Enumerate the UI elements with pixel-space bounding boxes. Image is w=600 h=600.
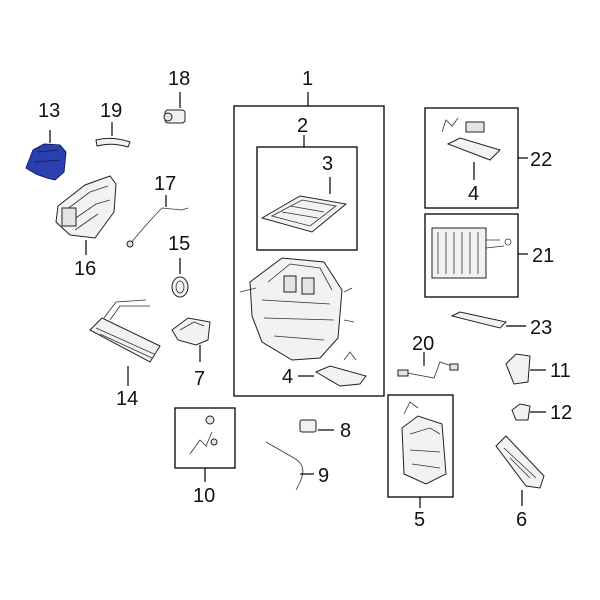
part-13-duct[interactable] — [25, 143, 67, 181]
part-6-duct[interactable] — [495, 435, 545, 489]
part-21-evaporator[interactable] — [431, 227, 512, 279]
label-11: 11 — [550, 360, 571, 382]
label-8: 8 — [340, 420, 351, 442]
label-21: 21 — [532, 245, 554, 267]
label-1: 1 — [302, 68, 313, 90]
part-23-seal[interactable] — [450, 311, 508, 329]
part-16-housing[interactable] — [55, 175, 117, 239]
label-10: 10 — [193, 485, 215, 507]
part-15-grommet[interactable] — [171, 276, 189, 298]
part-8-connector[interactable] — [299, 419, 317, 433]
part-22-damper[interactable] — [441, 117, 501, 161]
label-2: 2 — [297, 115, 308, 137]
label-15: 15 — [168, 233, 190, 255]
label-20: 20 — [412, 333, 434, 355]
part-1-blower-assembly[interactable] — [239, 257, 355, 361]
label-3: 3 — [322, 153, 333, 175]
part-9-hose[interactable] — [265, 441, 304, 491]
part-17-drain-tube[interactable] — [126, 207, 189, 248]
label-6: 6 — [516, 509, 527, 531]
label-4-upper: 4 — [468, 183, 479, 205]
part-20-harness[interactable] — [397, 361, 459, 379]
part-18-sensor[interactable] — [163, 109, 186, 124]
frame-part-1 — [233, 105, 385, 397]
label-12: 12 — [550, 402, 572, 424]
label-13: 13 — [38, 100, 60, 122]
label-4-lower: 4 — [282, 366, 293, 388]
label-14: 14 — [116, 388, 138, 410]
label-16: 16 — [74, 258, 96, 280]
label-9: 9 — [318, 465, 329, 487]
part-5-housing[interactable] — [401, 401, 447, 485]
part-19-hose[interactable] — [95, 137, 131, 148]
label-23: 23 — [530, 317, 552, 339]
part-12-bracket[interactable] — [511, 403, 531, 421]
part-4-lower-door[interactable] — [314, 351, 367, 387]
label-22: 22 — [530, 149, 552, 171]
label-19: 19 — [100, 100, 122, 122]
part-7-duct[interactable] — [171, 317, 211, 346]
frame-part-2 — [256, 146, 358, 251]
part-3-filter[interactable] — [260, 195, 348, 233]
label-7: 7 — [194, 368, 205, 390]
part-11-actuator[interactable] — [505, 353, 531, 385]
frame-part-21 — [424, 213, 519, 298]
part-10-clips[interactable] — [189, 415, 218, 455]
label-18: 18 — [168, 68, 190, 90]
part-14-heater-core[interactable] — [89, 299, 161, 363]
label-17: 17 — [154, 173, 176, 195]
frame-part-10 — [174, 407, 236, 469]
label-5: 5 — [414, 509, 425, 531]
